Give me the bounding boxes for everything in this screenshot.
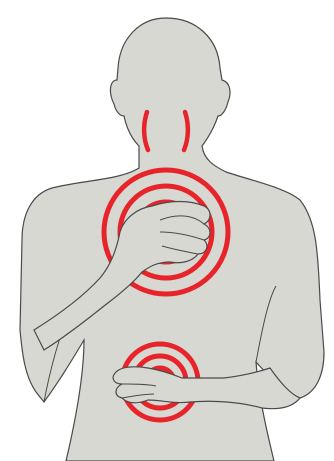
- body-diagram: [0, 0, 334, 461]
- illustration-canvas: [0, 0, 334, 461]
